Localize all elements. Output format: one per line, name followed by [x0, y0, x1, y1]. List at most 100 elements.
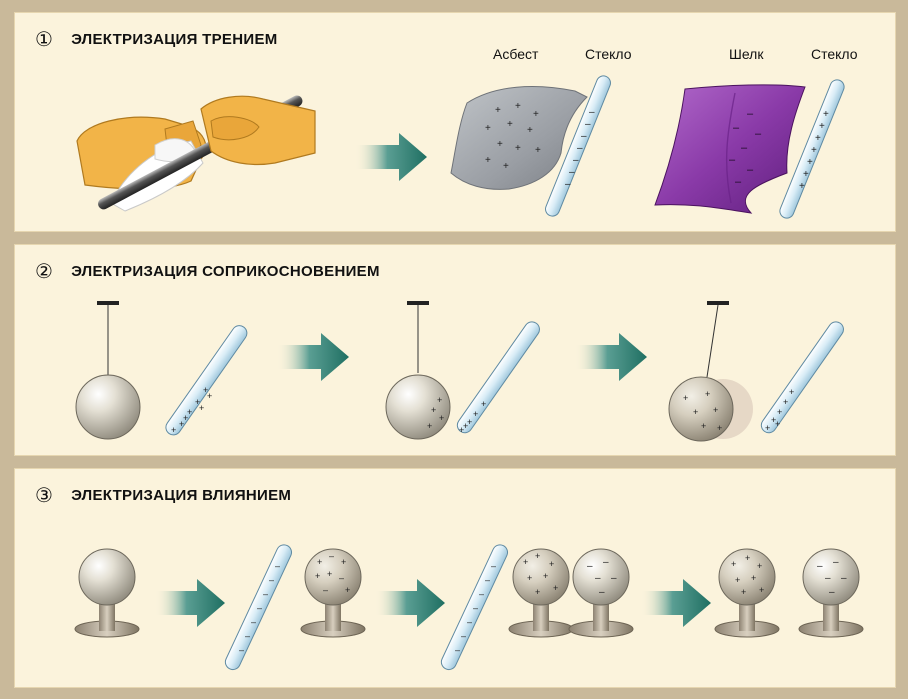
- svg-text:+: +: [765, 423, 770, 433]
- silk-cloth: ––– ––– –: [654, 84, 806, 214]
- svg-text:+: +: [693, 407, 698, 417]
- svg-text:–: –: [817, 561, 823, 572]
- section-number-1: ①: [35, 29, 54, 51]
- svg-text:+: +: [187, 407, 192, 417]
- asbestos-sheet: +++ +++ +++ ++: [450, 86, 588, 190]
- svg-text:+: +: [783, 397, 788, 407]
- svg-text:+: +: [535, 145, 541, 156]
- ball-charges-3c: +++ +++ +: [523, 551, 558, 597]
- svg-text:+: +: [553, 583, 558, 593]
- svg-text:–: –: [747, 108, 754, 120]
- ball-charges-3b: +–+ ++– –+: [315, 551, 350, 595]
- svg-text:+: +: [745, 553, 750, 563]
- svg-text:+: +: [771, 415, 776, 425]
- svg-text:+: +: [683, 393, 688, 403]
- svg-text:+: +: [731, 559, 736, 569]
- conductor-on-stand-2: +–+ ++– –+: [300, 548, 366, 638]
- svg-text:+: +: [495, 105, 501, 116]
- svg-text:–: –: [825, 573, 831, 584]
- arrow-icon: [575, 333, 647, 381]
- conductor-on-stand-3: +++ +++ +: [508, 548, 574, 638]
- svg-text:+: +: [485, 155, 491, 166]
- svg-text:+: +: [735, 575, 740, 585]
- glass-rod-4: ––– ––– –: [440, 544, 509, 671]
- charged-glass-rod-2: +++ ++: [456, 321, 540, 435]
- svg-text:+: +: [467, 417, 472, 427]
- svg-text:+: +: [717, 423, 722, 433]
- panel-rubbing: ① ЭЛЕКТРИЗАЦИЯ ТРЕНИЕМ Асбест Стекло Шел…: [14, 12, 896, 232]
- panel-1-drawing: +++ +++ +++ ++ ––– ––– – ––– ––– –: [76, 75, 845, 219]
- svg-text:–: –: [479, 589, 484, 599]
- svg-text:+: +: [503, 161, 509, 172]
- section-title-1: ЭЛЕКТРИЗАЦИЯ ТРЕНИЕМ: [71, 31, 278, 48]
- glass-rod-1-charges: ––– ––– –: [565, 107, 595, 190]
- svg-text:+: +: [463, 421, 468, 431]
- conductor-on-stand-4: ––– ––: [568, 548, 634, 638]
- svg-text:–: –: [329, 551, 334, 561]
- svg-text:+: +: [775, 419, 780, 429]
- svg-text:–: –: [595, 573, 601, 584]
- arrow-icon: [155, 579, 225, 627]
- svg-text:+: +: [345, 585, 350, 595]
- svg-text:+: +: [183, 413, 188, 423]
- svg-text:+: +: [811, 145, 817, 156]
- glass-rod-2: +++ +++ +: [779, 79, 845, 219]
- svg-text:+: +: [819, 121, 825, 132]
- ball-charges-3: +++ +++: [683, 389, 722, 433]
- svg-text:+: +: [485, 123, 491, 134]
- ball-charges-3f: ––– ––: [817, 557, 847, 598]
- svg-text:+: +: [701, 421, 706, 431]
- svg-text:–: –: [573, 155, 579, 166]
- svg-text:+: +: [543, 571, 548, 581]
- svg-text:+: +: [757, 561, 762, 571]
- section-number-3: ③: [35, 485, 54, 507]
- pendulum-ball-2: ++++: [385, 301, 451, 440]
- svg-text:+: +: [507, 119, 513, 130]
- svg-text:–: –: [599, 587, 605, 598]
- svg-text:+: +: [515, 143, 521, 154]
- svg-text:–: –: [565, 179, 571, 190]
- svg-text:+: +: [705, 389, 710, 399]
- svg-text:–: –: [491, 561, 496, 571]
- panel-induction: ③ ЭЛЕКТРИЗАЦИЯ ВЛИЯНИЕМ ––– ––– –: [14, 468, 896, 688]
- svg-text:–: –: [461, 631, 466, 641]
- svg-text:–: –: [603, 557, 609, 568]
- label-glass-2: Стекло: [811, 46, 858, 62]
- svg-text:+: +: [327, 569, 332, 579]
- panel-contact: ② ЭЛЕКТРИЗАЦИЯ СОПРИКОСНОВЕНИЕМ +++ +++ …: [14, 244, 896, 456]
- label-glass-1: Стекло: [585, 46, 632, 62]
- label-asbestos: Асбест: [493, 46, 539, 62]
- section-heading-1: ① ЭЛЕКТРИЗАЦИЯ ТРЕНИЕМ: [35, 27, 278, 52]
- svg-text:+: +: [207, 391, 212, 401]
- section-number-2: ②: [35, 261, 54, 283]
- svg-text:–: –: [585, 119, 591, 130]
- svg-text:–: –: [577, 143, 583, 154]
- svg-text:+: +: [439, 413, 444, 423]
- svg-text:+: +: [427, 421, 432, 431]
- charged-glass-rod-1: +++ +++ ++: [165, 325, 248, 436]
- hands-rubbing-illustration: [76, 95, 316, 212]
- svg-text:–: –: [323, 585, 328, 595]
- section-heading-3: ③ ЭЛЕКТРИЗАЦИЯ ВЛИЯНИЕМ: [35, 483, 291, 508]
- arrow-icon: [277, 333, 349, 381]
- svg-text:+: +: [535, 587, 540, 597]
- svg-text:+: +: [473, 409, 478, 419]
- rod-charges-3a: ––– ––– –: [239, 561, 280, 655]
- svg-text:+: +: [807, 157, 813, 168]
- svg-text:+: +: [459, 425, 464, 435]
- svg-text:–: –: [747, 164, 754, 176]
- charged-glass-rod-3: +++ +++: [760, 321, 844, 434]
- svg-text:–: –: [733, 122, 740, 134]
- svg-text:+: +: [533, 109, 539, 120]
- svg-text:+: +: [171, 425, 176, 435]
- svg-text:–: –: [729, 154, 736, 166]
- svg-text:+: +: [535, 551, 540, 561]
- svg-text:–: –: [339, 573, 344, 583]
- svg-text:+: +: [713, 405, 718, 415]
- svg-text:+: +: [751, 573, 756, 583]
- svg-text:+: +: [515, 101, 521, 112]
- svg-text:–: –: [755, 128, 762, 140]
- svg-text:+: +: [341, 557, 346, 567]
- svg-text:–: –: [455, 645, 460, 655]
- svg-text:+: +: [741, 587, 746, 597]
